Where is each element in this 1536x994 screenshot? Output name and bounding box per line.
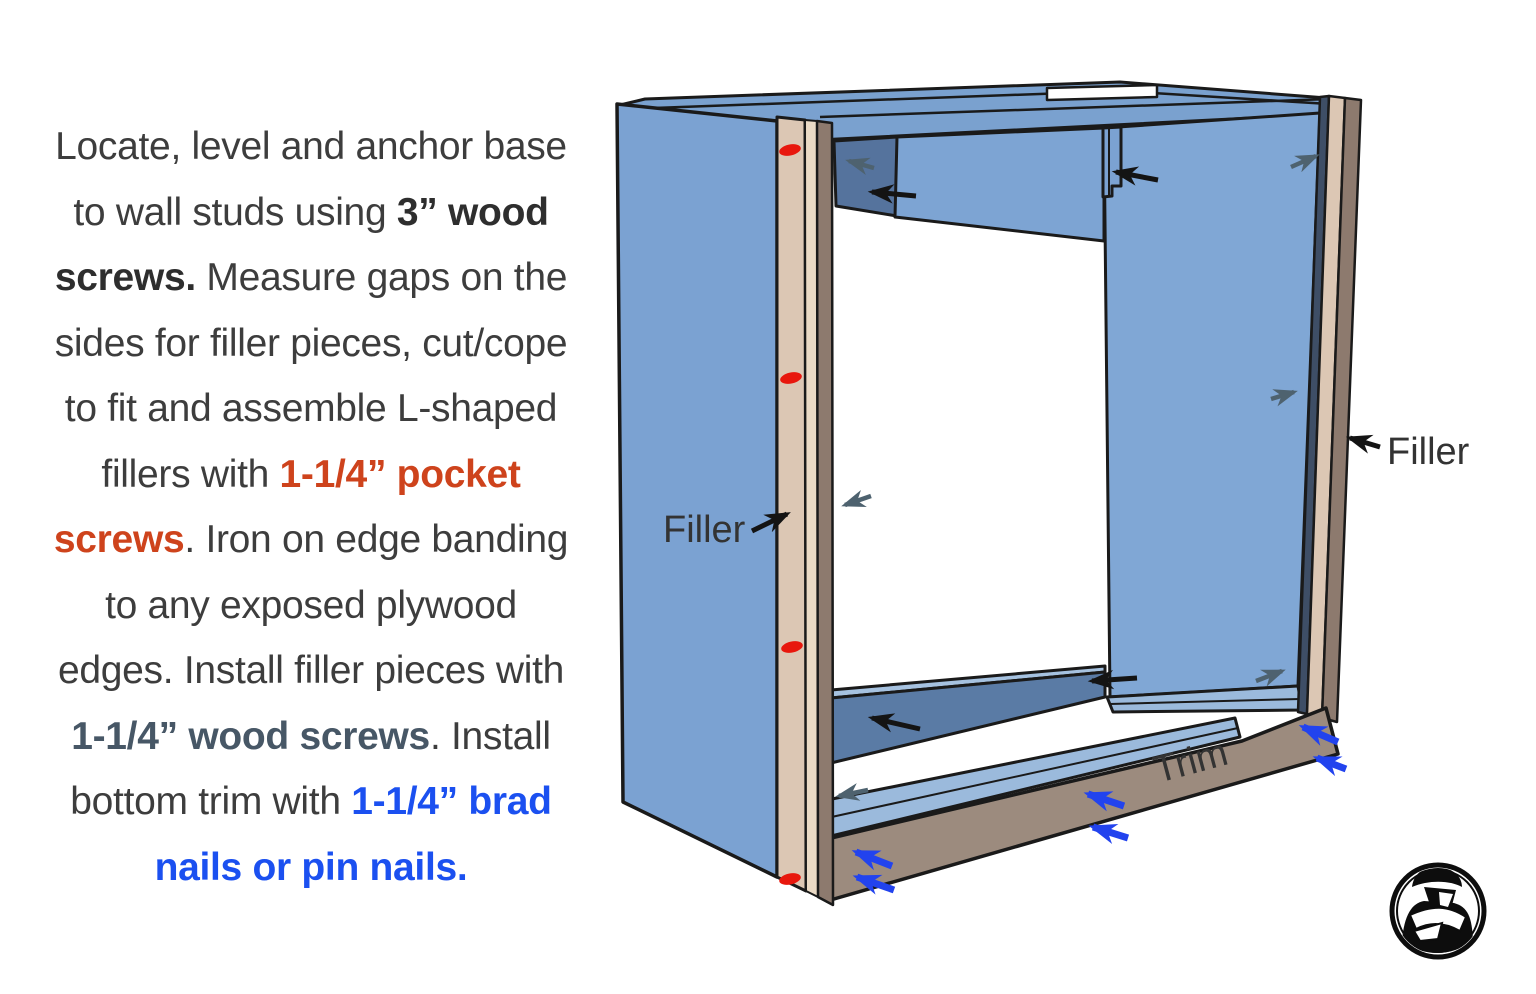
center-divider xyxy=(1101,125,1123,199)
screw-arrow xyxy=(835,783,869,801)
text-segment-bold: screws. xyxy=(54,256,196,299)
text-segment-blue: 1-1/4” brad xyxy=(351,780,552,823)
screw-arrow xyxy=(1087,669,1138,690)
nail-arrow xyxy=(1088,823,1130,845)
instruction-line-5: to fit and assemble L-shaped xyxy=(31,376,591,442)
right-side-panel-interior xyxy=(1102,111,1322,699)
nail-arrow xyxy=(1083,790,1126,812)
text-segment: fillers with xyxy=(101,452,280,496)
instruction-line-1: Locate, level and anchor base xyxy=(31,114,591,180)
text-segment: . Iron on edge banding xyxy=(184,518,569,561)
text-segment: to wall studs using xyxy=(73,190,397,234)
nail-arrow xyxy=(1312,754,1348,777)
instruction-line-9: edges. Install filler pieces with xyxy=(31,638,591,704)
nail-arrow xyxy=(851,848,894,871)
cabinet-interior xyxy=(825,111,1322,839)
instruction-line-4: sides for filler pieces, cut/cope xyxy=(31,311,591,377)
text-segment: . Install xyxy=(429,714,551,758)
screw-arrow xyxy=(1270,389,1298,407)
instruction-line-10: 1-1/4” wood screws. Install xyxy=(31,704,591,770)
interior-corner-shadow xyxy=(832,135,899,218)
instruction-line-12: nails or pin nails. xyxy=(31,835,591,901)
text-segment-bold: 3” wood xyxy=(396,190,549,234)
instruction-line-6: fillers with 1-1/4” pocket xyxy=(31,442,591,508)
screw-arrow xyxy=(845,157,875,176)
instruction-line-7: screws. Iron on edge banding xyxy=(31,507,591,573)
text-segment-red: 1-1/4” pocket xyxy=(279,452,521,496)
nail-arrow xyxy=(852,873,896,895)
left-filler-strip xyxy=(775,115,808,893)
right-edge-filler-assembly xyxy=(1296,94,1363,724)
filler-left-leader xyxy=(750,511,791,534)
screw-arrow xyxy=(867,713,921,733)
blue-nail-arrows xyxy=(851,723,1348,895)
screw-arrow xyxy=(867,184,917,204)
nail-arrow xyxy=(1298,723,1340,746)
text-segment: to any exposed plywood xyxy=(105,583,517,627)
screw-arrow xyxy=(1290,153,1320,173)
filler-right-leader xyxy=(1345,434,1381,454)
screw-arrow xyxy=(1111,166,1159,186)
text-segment: to fit and assemble L-shaped xyxy=(64,387,558,430)
label-leader-arrows xyxy=(750,434,1381,534)
filler-label-right: Filler xyxy=(1387,431,1470,473)
instruction-line-11: bottom trim with 1-1/4” brad xyxy=(31,769,591,835)
text-segment-blue: nails or pin nails. xyxy=(154,845,468,889)
craftsman-logo-icon xyxy=(1389,862,1487,960)
instruction-line-3: screws. Measure gaps on the xyxy=(31,245,591,311)
instruction-line-8: to any exposed plywood xyxy=(31,573,591,639)
filler-label-left: Filler xyxy=(663,509,746,551)
text-segment: sides for filler pieces, cut/cope xyxy=(54,321,568,365)
screw-arrow xyxy=(1255,668,1286,687)
left-filler-assembly xyxy=(775,115,835,907)
left-filler-return xyxy=(815,119,835,907)
screw-arrow xyxy=(841,489,872,508)
text-segment: edges. Install filler pieces with xyxy=(57,649,564,692)
pocket-hole-dots xyxy=(779,144,803,885)
instruction-text-block: Locate, level and anchor base to wall st… xyxy=(31,114,591,900)
text-segment: Measure gaps on the xyxy=(195,256,568,299)
black-screw-arrows xyxy=(867,166,1159,733)
text-segment: bottom trim with xyxy=(70,780,352,823)
instruction-line-2: to wall studs using 3” wood xyxy=(31,180,591,246)
right-filler-return xyxy=(1320,96,1363,724)
left-side-panel xyxy=(615,102,779,879)
text-segment: Locate, level and anchor base xyxy=(55,125,567,168)
upper-back-nailer-panel xyxy=(893,126,1106,243)
text-segment-slate: 1-1/4” wood screws xyxy=(71,714,430,758)
gray-screw-arrows xyxy=(835,153,1320,801)
text-segment-red: screws xyxy=(53,518,185,561)
stretcher-gap-notch xyxy=(1045,83,1159,102)
